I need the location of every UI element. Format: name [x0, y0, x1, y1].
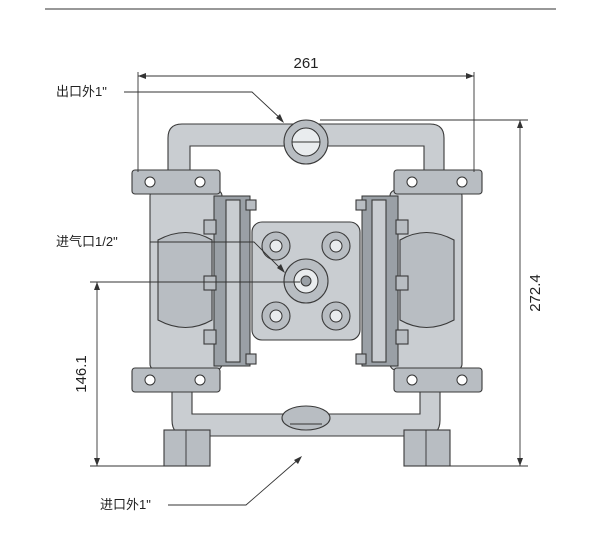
air-inlet-label: 进气口1/2" [56, 234, 118, 249]
callout-air-inlet: 进气口1/2" [56, 234, 285, 273]
outlet-label: 出口外1" [56, 84, 107, 99]
inlet-port [281, 405, 331, 431]
dimension-height-inlet-label: 146.1 [73, 355, 90, 393]
pump-body [131, 119, 483, 467]
dimension-height-inlet: 146.1 [73, 281, 300, 467]
callout-inlet: 进口外1" [100, 456, 302, 512]
callout-outlet: 出口外1" [56, 84, 284, 123]
right-top-flange [393, 169, 483, 195]
dimension-width: 261 [137, 55, 475, 172]
left-top-flange [131, 169, 221, 195]
dimension-height-total-label: 272.4 [527, 274, 544, 312]
center-section [251, 221, 361, 341]
dimension-height-total: 272.4 [320, 119, 544, 467]
flange-bolts [144, 176, 468, 386]
left-foot [163, 429, 211, 467]
dimension-width-label: 261 [293, 55, 318, 72]
housing-bolts [203, 199, 409, 365]
right-foot [403, 429, 451, 467]
inlet-label: 进口外1" [100, 497, 151, 512]
